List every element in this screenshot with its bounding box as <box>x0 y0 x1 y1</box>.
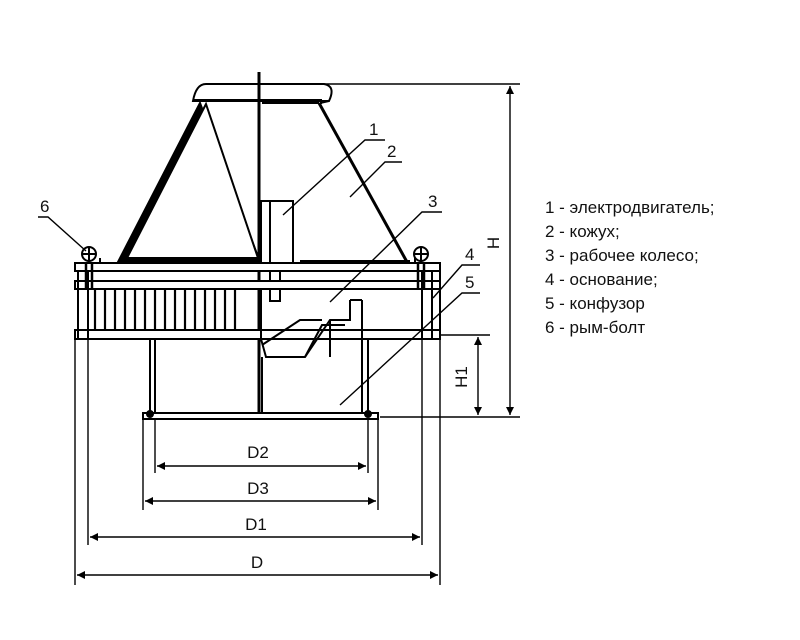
base-legs <box>142 339 379 420</box>
top-frame <box>74 258 441 340</box>
legend-item-base: 4 - основание; <box>545 270 658 289</box>
eye-bolt-right <box>413 246 429 290</box>
callout-5: 5 <box>465 273 474 292</box>
impeller-blades <box>93 289 237 330</box>
callout-4: 4 <box>465 245 474 264</box>
leader-2 <box>349 161 402 198</box>
dim-D3-label: D3 <box>247 479 269 498</box>
fan-body <box>74 72 441 420</box>
dim-D-label: D <box>251 553 263 572</box>
eye-bolt-left <box>81 246 97 290</box>
leader-lines <box>38 139 480 406</box>
legend-item-impeller: 3 - рабочее колесо; <box>545 246 699 265</box>
impeller-section <box>260 289 363 358</box>
leader-5 <box>339 292 480 406</box>
leader-1 <box>282 139 385 216</box>
callout-1: 1 <box>369 120 378 139</box>
dim-H-label: H <box>484 237 503 249</box>
dim-H1-label: H1 <box>452 366 471 388</box>
dim-D1-label: D1 <box>245 515 267 534</box>
legend-item-eye-bolt: 6 - рым-болт <box>545 318 646 337</box>
leader-6 <box>38 216 87 252</box>
leader-3 <box>329 211 442 303</box>
callout-2: 2 <box>387 142 396 161</box>
leader-4 <box>432 264 480 299</box>
callout-3: 3 <box>428 192 437 211</box>
legend-item-confuser: 5 - конфузор <box>545 294 645 313</box>
legend-item-motor: 1 - электродвигатель; <box>545 198 715 217</box>
callout-6: 6 <box>40 197 49 216</box>
dimension-lines <box>74 83 520 585</box>
dim-D2-label: D2 <box>247 443 269 462</box>
legend: 1 - электродвигатель; 2 - кожух; 3 - раб… <box>545 196 715 340</box>
legend-item-cover: 2 - кожух; <box>545 222 620 241</box>
